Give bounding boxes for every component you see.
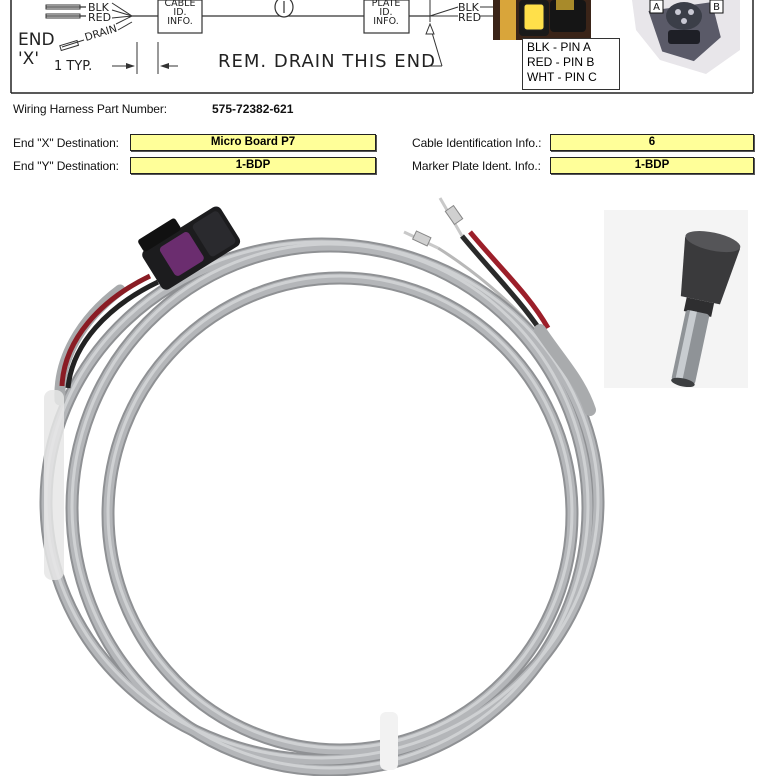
right-red-label: RED bbox=[458, 11, 481, 24]
connector-plug bbox=[59, 206, 241, 389]
svg-text:CABLE: CABLE bbox=[165, 0, 196, 9]
end-x-dest-field: Micro Board P7 bbox=[130, 134, 376, 151]
drain-note: REM. DRAIN THIS END bbox=[218, 51, 436, 72]
svg-text:ID.: ID. bbox=[379, 7, 392, 18]
svg-text:INFO.: INFO. bbox=[373, 16, 399, 27]
right-blk-label: BLK bbox=[458, 1, 480, 14]
part-number-label: Wiring Harness Part Number: bbox=[13, 102, 168, 116]
left-blk-label: BLK bbox=[88, 1, 110, 14]
cable-photo bbox=[39, 197, 748, 776]
svg-text:PLATE: PLATE bbox=[372, 0, 401, 9]
end-x-label-line2: 'X' bbox=[18, 49, 39, 69]
part-number-value: 575-72382-621 bbox=[212, 102, 294, 116]
cable-id-label: Cable Identification Info.: bbox=[412, 136, 542, 150]
cable-id-field: 6 bbox=[550, 134, 754, 151]
connector-face-image: A B bbox=[632, 0, 740, 74]
typ-label: 1 TYP. bbox=[54, 59, 92, 74]
drawing-svg: BLK RED DRAIN END 'X' 1 TYP. CABLE ID. I… bbox=[10, 0, 754, 94]
end-x-dest-label: End "X" Destination: bbox=[13, 136, 119, 150]
pin-legend-line-c: WHT - PIN C bbox=[527, 70, 597, 84]
cable-id-box bbox=[157, 0, 203, 34]
svg-text:INFO.: INFO. bbox=[167, 16, 193, 27]
pin-legend: BLK - PIN A RED - PIN B WHT - PIN C bbox=[522, 38, 620, 90]
marker-plate-field: 1-BDP bbox=[550, 157, 754, 174]
end-x-label-line1: END bbox=[18, 30, 55, 50]
pin-legend-line-a: BLK - PIN A bbox=[527, 40, 592, 54]
cable-coil bbox=[39, 237, 605, 776]
connector-thumbnail bbox=[493, 0, 591, 40]
end-y-dest-label: End "Y" Destination: bbox=[13, 159, 119, 173]
end-y-dest-field: 1-BDP bbox=[130, 157, 376, 174]
ferrule-image bbox=[604, 210, 748, 388]
svg-text:ID.: ID. bbox=[173, 7, 186, 18]
pin-b-label: B bbox=[713, 2, 720, 13]
wiring-drawing: BLK RED DRAIN END 'X' 1 TYP. CABLE ID. I… bbox=[0, 0, 776, 96]
marker-plate-label: Marker Plate Ident. Info.: bbox=[412, 159, 541, 173]
pin-a-label: A bbox=[653, 2, 660, 13]
zip-tie bbox=[380, 712, 398, 770]
left-red-label: RED bbox=[88, 11, 111, 24]
pin-legend-line-b: RED - PIN B bbox=[527, 55, 595, 69]
wire-tails bbox=[403, 197, 551, 333]
left-marker-sleeve bbox=[44, 390, 64, 580]
drain-label: DRAIN bbox=[83, 23, 118, 44]
plate-id-box bbox=[363, 0, 410, 34]
